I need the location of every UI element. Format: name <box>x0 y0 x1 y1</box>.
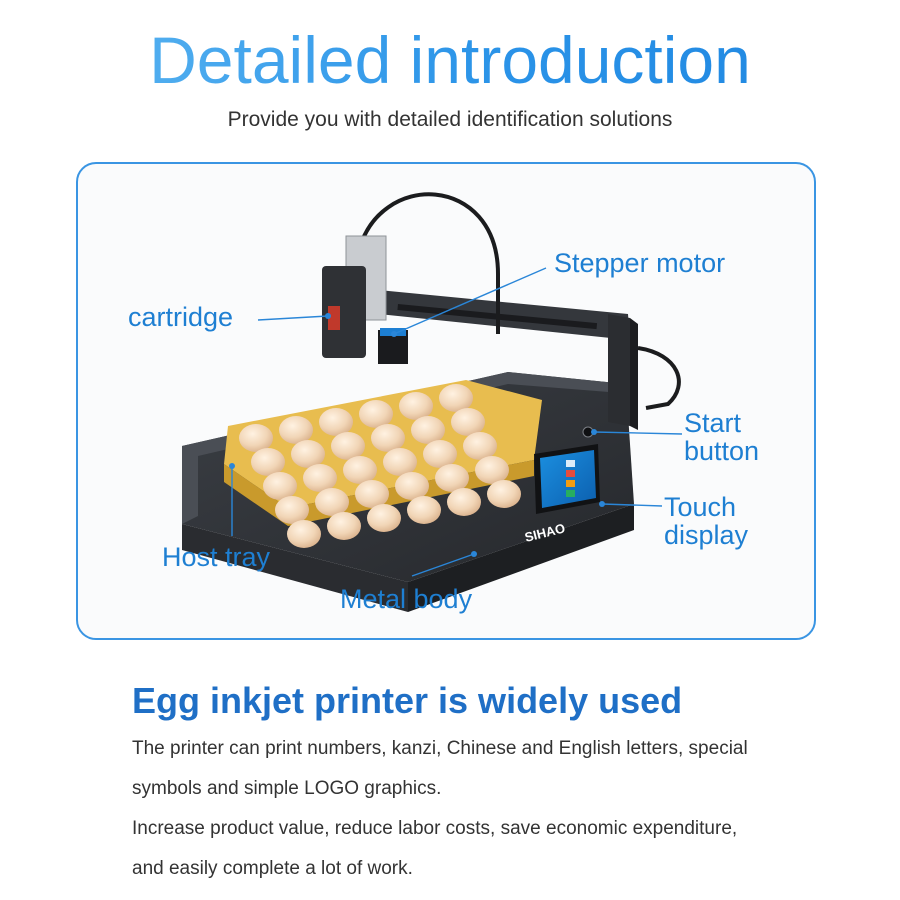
page-title: Detailed introduction <box>0 22 900 98</box>
egg <box>303 464 337 492</box>
product-illustration-panel: SIHAO Stepper motor cartridge Start butt… <box>76 162 816 640</box>
print-cable <box>356 192 500 334</box>
egg <box>331 432 365 460</box>
egg <box>251 448 285 476</box>
egg <box>395 472 429 500</box>
egg <box>355 480 389 508</box>
egg <box>359 400 393 428</box>
egg <box>343 456 377 484</box>
callout-cartridge: cartridge <box>128 302 234 332</box>
egg <box>435 464 469 492</box>
print-head-label <box>328 306 340 330</box>
body-text-line-3: Increase product value, reduce labor cos… <box>132 818 738 839</box>
egg <box>439 384 473 412</box>
egg <box>291 440 325 468</box>
egg <box>451 408 485 436</box>
egg <box>423 440 457 468</box>
egg <box>275 496 309 524</box>
egg <box>239 424 273 452</box>
egg <box>263 472 297 500</box>
egg <box>315 488 349 516</box>
egg <box>407 496 441 524</box>
body-text-line-4: and easily complete a lot of work. <box>132 858 413 879</box>
egg <box>487 480 521 508</box>
egg-printer-illustration: SIHAO <box>182 192 683 612</box>
body-text-line-2: symbols and simple LOGO graphics. <box>132 778 442 799</box>
egg <box>463 432 497 460</box>
callout-start-button-line1: Start <box>684 408 742 438</box>
callout-touch-display-line1: Touch <box>664 492 737 522</box>
egg <box>279 416 313 444</box>
print-head <box>322 266 366 358</box>
printer-base-front <box>408 504 634 612</box>
egg <box>367 504 401 532</box>
power-cable <box>637 346 681 410</box>
egg <box>383 448 417 476</box>
egg <box>411 416 445 444</box>
callout-host-tray: Host tray <box>162 542 271 572</box>
section-heading: Egg inkjet printer is widely used <box>132 680 683 721</box>
eggs-group <box>239 384 521 548</box>
printer-base-left <box>182 524 408 612</box>
body-text-line-1: The printer can print numbers, kanzi, Ch… <box>132 738 748 759</box>
egg <box>371 424 405 452</box>
callout-stepper-motor: Stepper motor <box>554 248 726 278</box>
callout-start-button-line2: button <box>684 436 760 466</box>
egg <box>319 408 353 436</box>
touch-screen <box>540 450 596 508</box>
egg <box>399 392 433 420</box>
page-subtitle: Provide you with detailed identification… <box>227 108 673 131</box>
egg <box>287 520 321 548</box>
egg <box>475 456 509 484</box>
egg <box>447 488 481 516</box>
gantry-pillar-front <box>630 318 638 430</box>
callout-metal-body: Metal body <box>340 584 473 614</box>
egg <box>327 512 361 540</box>
callout-touch-display-line2: display <box>664 520 749 550</box>
gantry-pillar <box>608 314 630 426</box>
